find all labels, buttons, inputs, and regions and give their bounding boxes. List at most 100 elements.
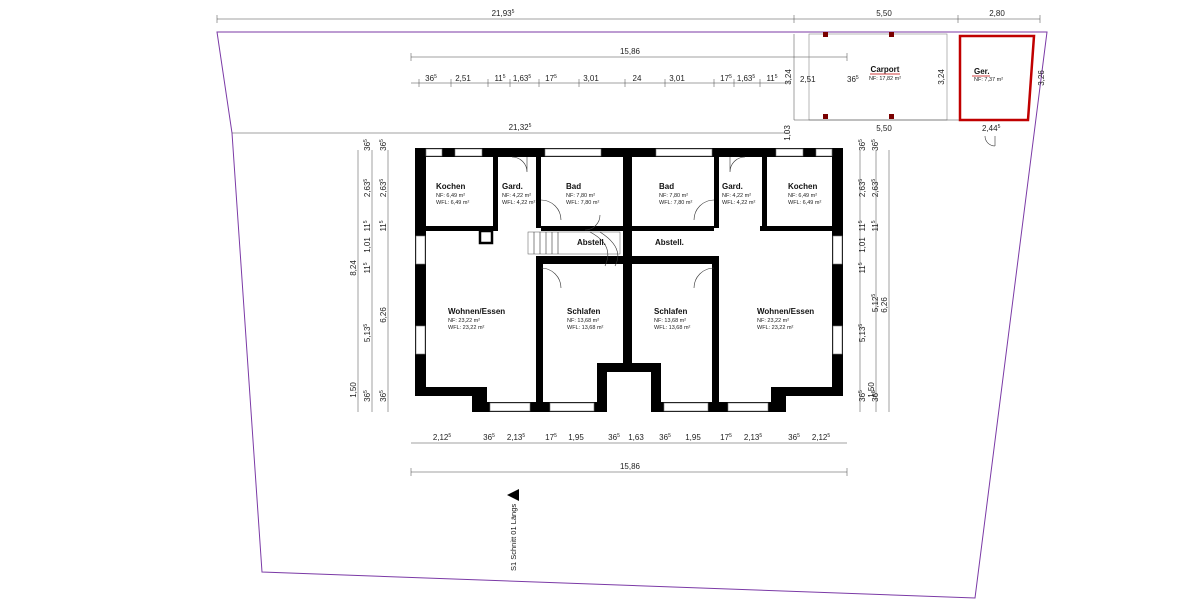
dim-text: 3,24 (937, 69, 946, 85)
dim-text: 175 (720, 433, 732, 442)
room-wfl: WFL: 7,80 m² (566, 200, 599, 206)
dim-text: 2,125 (433, 433, 452, 442)
room-name: Gard. (502, 182, 523, 191)
dim-text: 1,50 (349, 382, 358, 398)
dim-text: 115 (363, 220, 372, 231)
dim-text: 3,24 (784, 69, 793, 85)
dim-text: 365 (608, 433, 620, 442)
staircase (527, 231, 621, 267)
dim-text: 175 (720, 74, 732, 83)
room-wfl: WFL: 13,68 m² (654, 325, 691, 331)
dim-text: 21,32 (509, 123, 530, 132)
dim-text: 115 (858, 220, 867, 231)
dim-text: 365 (858, 390, 867, 402)
door-swings (511, 156, 746, 289)
dim-text: 115 (379, 220, 388, 231)
room-name: Kochen (788, 182, 817, 191)
room-name: Bad (659, 182, 674, 191)
room-nf: NF: 23,22 m² (448, 318, 480, 324)
dim-text: 115 (858, 262, 867, 273)
dim-text: 365 (858, 139, 867, 151)
dim-text: 5,135 (858, 324, 867, 343)
room-name: Bad (566, 182, 581, 191)
dim-text: 2,635 (858, 179, 867, 198)
dimension-right: 6,26 1,50 (859, 150, 890, 412)
room-name: Gard. (722, 182, 743, 191)
dim-text: 175 (545, 433, 557, 442)
dim-text: 2,44 (982, 124, 998, 133)
dim-text: 1,03 (783, 125, 792, 141)
shed-label: Ger. (974, 67, 990, 76)
dim-text: 1,63 (628, 433, 644, 442)
house-walls (415, 148, 843, 412)
dim-text: 115 (766, 74, 777, 83)
room-wfl: WFL: 7,80 m² (659, 200, 692, 206)
dim-text: 115 (494, 74, 505, 83)
room-nf: NF: 4,22 m² (722, 193, 751, 199)
dim-text: 5,135 (363, 324, 372, 343)
dimension-house-width-top: 15,86 (410, 47, 848, 61)
dim-text: 21,93 (492, 9, 513, 18)
room-name: Wohnen/Essen (448, 307, 505, 316)
room-name: Schlafen (567, 307, 600, 316)
dim-text: 2,135 (507, 433, 526, 442)
room-name: Abstell. (655, 238, 684, 247)
room-wfl: WFL: 13,68 m² (567, 325, 604, 331)
room-nf: NF: 13,68 m² (567, 318, 599, 324)
dim-text: 365 (379, 139, 388, 151)
dim-text: 3,01 (669, 74, 685, 83)
room-wfl: WFL: 4,22 m² (722, 200, 755, 206)
dim-text: 365 (871, 390, 880, 402)
dim-text: 2,125 (812, 433, 831, 442)
room-wfl: WFL: 23,22 m² (757, 325, 794, 331)
dimension-house-line: 21,325 (232, 123, 790, 134)
room-nf: NF: 7,80 m² (659, 193, 688, 199)
plot-boundary (216, 31, 1048, 599)
room-nf: NF: 7,80 m² (566, 193, 595, 199)
dim-text: 3,01 (583, 74, 599, 83)
dim-text: 5,50 (876, 9, 892, 18)
room-nf: NF: 4,22 m² (502, 193, 531, 199)
dim-text: 3,26 (1037, 70, 1046, 86)
dim-text: 1,01 (858, 237, 867, 253)
dimension-right-outer: 365 2,635 115 1,01 115 5,135 365 (858, 139, 867, 402)
room-labels: Kochen NF: 6,49 m² WFL: 6,49 m² Gard. NF… (436, 182, 821, 331)
dim-text: 1,01 (363, 237, 372, 253)
dim-text: 1,95 (568, 433, 584, 442)
dim-text: 365 (363, 390, 372, 402)
room-nf: NF: 6,49 m² (436, 193, 465, 199)
room-name: Schlafen (654, 307, 687, 316)
room-name: Kochen (436, 182, 465, 191)
dim-text: 2,80 (989, 9, 1005, 18)
dim-text: 365 (483, 433, 495, 442)
dim-text: 5,50 (876, 124, 892, 133)
dim-text: 1,635 (513, 74, 532, 83)
room-wfl: WFL: 23,22 m² (448, 325, 485, 331)
carport-label: Carport (871, 65, 900, 74)
dim-text: 6,26 (379, 307, 388, 323)
svg-text:2,445: 2,445 (982, 124, 1001, 133)
dim-text: 115 (363, 262, 372, 273)
shed-area: NF: 7,37 m² (974, 77, 1003, 83)
dim-text: 365 (847, 75, 859, 84)
dim-text: 365 (871, 139, 880, 151)
dim-text: 6,26 (880, 297, 889, 313)
dim-text: 2,635 (379, 179, 388, 198)
dim-text: 365 (425, 74, 437, 83)
dim-text: 2,635 (363, 179, 372, 198)
dim-text: 2,135 (744, 433, 763, 442)
dim-text: 1,635 (737, 74, 756, 83)
dim-text: 115 (871, 220, 880, 231)
dimension-left-inner: 365 2,635 115 6,26 365 (379, 139, 388, 402)
dim-text: 175 (545, 74, 557, 83)
dim-text: 1,50 (867, 382, 876, 398)
dimension-top-overall: 21,935 5,50 2,80 (216, 9, 1041, 23)
svg-text:21,935: 21,935 (492, 9, 515, 18)
section-marker: S1 Schnitt 01 Längs (507, 489, 519, 571)
dim-text: 2,635 (871, 179, 880, 198)
carport-area: NF: 17,82 m² (869, 76, 901, 82)
dim-text: 365 (379, 390, 388, 402)
room-name: Abstell. (577, 238, 606, 247)
